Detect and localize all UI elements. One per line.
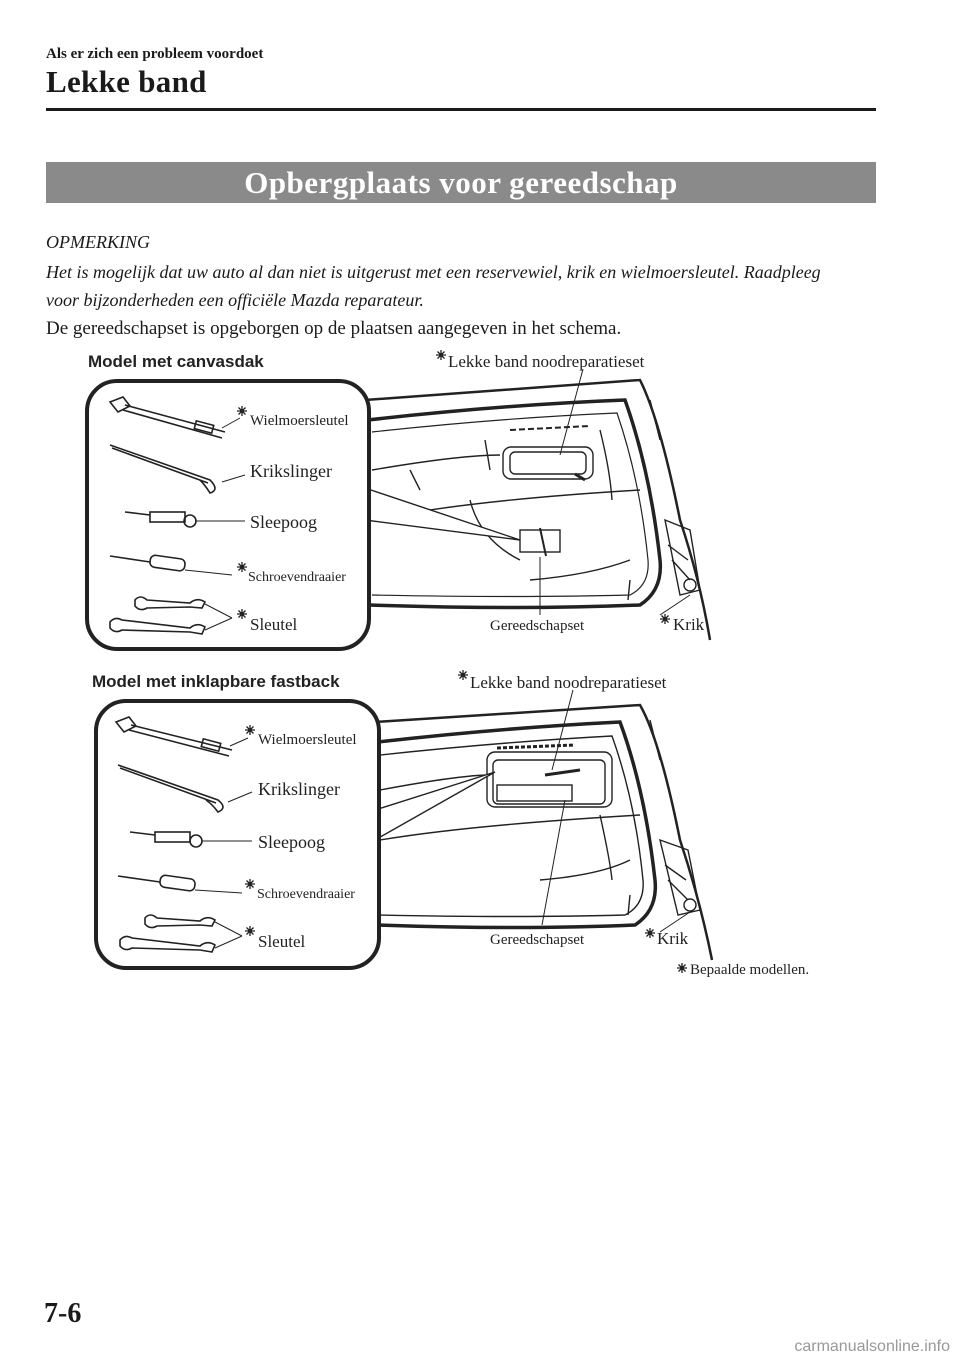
figure-1: Model met canvasdak [87,350,710,649]
fig2-label-hook: Sleepoog [258,832,325,852]
fig1-callout-wedge [365,488,520,540]
fig1-label-repair-kit: Lekke band noodreparatieset [448,352,645,371]
fig2-label-spanner: Sleutel [258,932,305,951]
fig1-label-screwdriver: Schroevendraaier [248,570,346,585]
fig2-trunk-illustration [375,705,712,960]
page-number: 7-6 [44,1298,81,1330]
fig2-label-jack: Krik [657,929,689,948]
fig2-label-screwdriver: Schroevendraaier [257,887,355,902]
fig1-label-jack: Krik [673,615,705,634]
fig2-label-toolset: Gereedschapset [490,932,585,948]
figure-2: Model met inklapbare fastback [92,670,712,968]
fig1-label-wrench: Wielmoersleutel [250,413,349,429]
fig2-label-repair-kit: Lekke band noodreparatieset [470,673,667,692]
fig2-model-label: Model met inklapbare fastback [92,672,340,691]
fig2-callout-wedge [375,772,495,840]
fig2-label-wrench: Wielmoersleutel [258,732,357,748]
fig1-label-hook: Sleepoog [250,512,317,532]
fig1-label-spanner: Sleutel [250,615,297,634]
footnote: Bepaalde modellen. [690,962,809,978]
fig1-label-handle: Krikslinger [250,461,332,481]
fig2-label-handle: Krikslinger [258,779,340,799]
fig1-model-label: Model met canvasdak [88,352,264,371]
footer-watermark: carmanualsonline.info [794,1338,950,1356]
fig1-label-toolset: Gereedschapset [490,618,585,634]
